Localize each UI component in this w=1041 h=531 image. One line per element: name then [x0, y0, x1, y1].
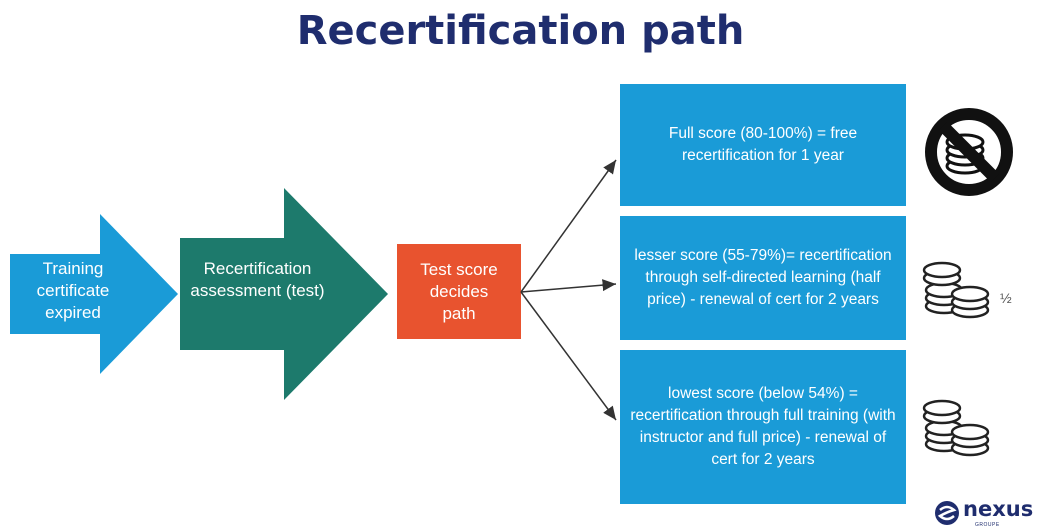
outcome-box-lesser-score: lesser score (55-79%)= recertification t…	[620, 216, 906, 340]
connector-middle	[520, 279, 617, 293]
decision-label: Test score decides path	[420, 259, 498, 323]
logo-text: nexus	[963, 497, 1034, 521]
outcome-text-full-score: Full score (80-100%) = free recertificat…	[668, 125, 858, 164]
connector-top	[520, 159, 617, 293]
step-arrow-training	[10, 214, 178, 374]
half-price-note: ½	[1000, 290, 1012, 306]
no-coins-icon	[925, 108, 1013, 196]
step-label-assessment: Recertification assessment (test)	[190, 259, 325, 300]
page-title: Recertification path	[296, 8, 745, 54]
step-arrow-assessment	[180, 188, 388, 400]
outcome-text-lowest-score: lowest score (below 54%) = recertificati…	[630, 385, 896, 468]
connector-bottom	[520, 291, 617, 421]
logo-subtext: GROUPE	[975, 522, 1000, 528]
coins-icon	[922, 399, 990, 457]
decision-box: Test score decides path	[397, 244, 521, 339]
outcome-text-lesser-score: lesser score (55-79%)= recertification t…	[634, 247, 892, 308]
outcome-box-full-score: Full score (80-100%) = free recertificat…	[620, 84, 906, 206]
nexus-logo-icon	[935, 501, 959, 525]
step-label-training: Training certificate expired	[36, 259, 110, 322]
outcome-box-lowest-score: lowest score (below 54%) = recertificati…	[620, 350, 906, 504]
coins-icon	[922, 261, 990, 319]
